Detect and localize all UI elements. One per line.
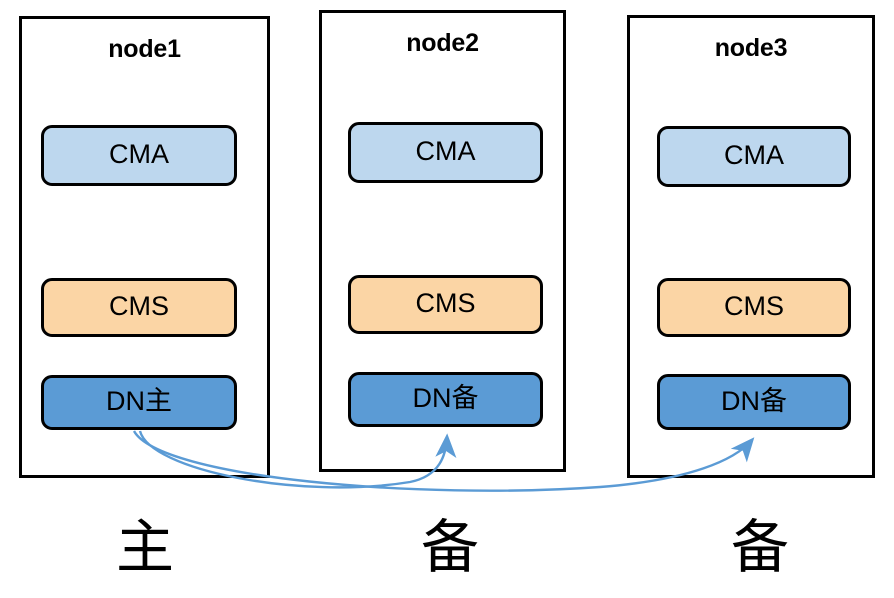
- node-title-node1: node1: [108, 35, 181, 63]
- node-title-node3: node3: [714, 34, 788, 62]
- component-dn-node3[interactable]: DN备: [657, 374, 851, 430]
- component-label-cms: CMS: [415, 288, 476, 318]
- component-label-dn: DN备: [412, 383, 479, 413]
- node-box-node3[interactable]: node3 CMA CMS DN备: [627, 15, 875, 478]
- component-label-dn: DN主: [106, 386, 172, 416]
- role-label-node3: 备: [730, 513, 789, 581]
- component-cma-node1[interactable]: CMA: [41, 125, 237, 186]
- component-cms-node1[interactable]: CMS: [41, 278, 237, 337]
- component-dn-node2[interactable]: DN备: [348, 372, 543, 427]
- component-cms-node3[interactable]: CMS: [657, 278, 851, 337]
- component-cma-node3[interactable]: CMA: [657, 126, 851, 187]
- component-cms-node2[interactable]: CMS: [348, 275, 543, 334]
- component-label-cms: CMS: [724, 291, 784, 321]
- role-label-node2: 备: [420, 513, 479, 581]
- component-label-dn: DN备: [721, 385, 787, 416]
- component-dn-node1[interactable]: DN主: [41, 375, 237, 430]
- component-cma-node2[interactable]: CMA: [348, 122, 543, 183]
- component-label-cms: CMS: [109, 291, 169, 321]
- node-box-node2[interactable]: node2 CMA CMS DN备: [319, 10, 566, 472]
- node-box-node1[interactable]: node1 CMA CMS DN主: [19, 16, 270, 478]
- component-label-cma: CMA: [415, 136, 476, 166]
- node-title-node2: node2: [406, 29, 479, 57]
- component-label-cma: CMA: [724, 140, 784, 170]
- component-label-cma: CMA: [109, 139, 169, 169]
- role-label-node1: 主: [115, 513, 174, 581]
